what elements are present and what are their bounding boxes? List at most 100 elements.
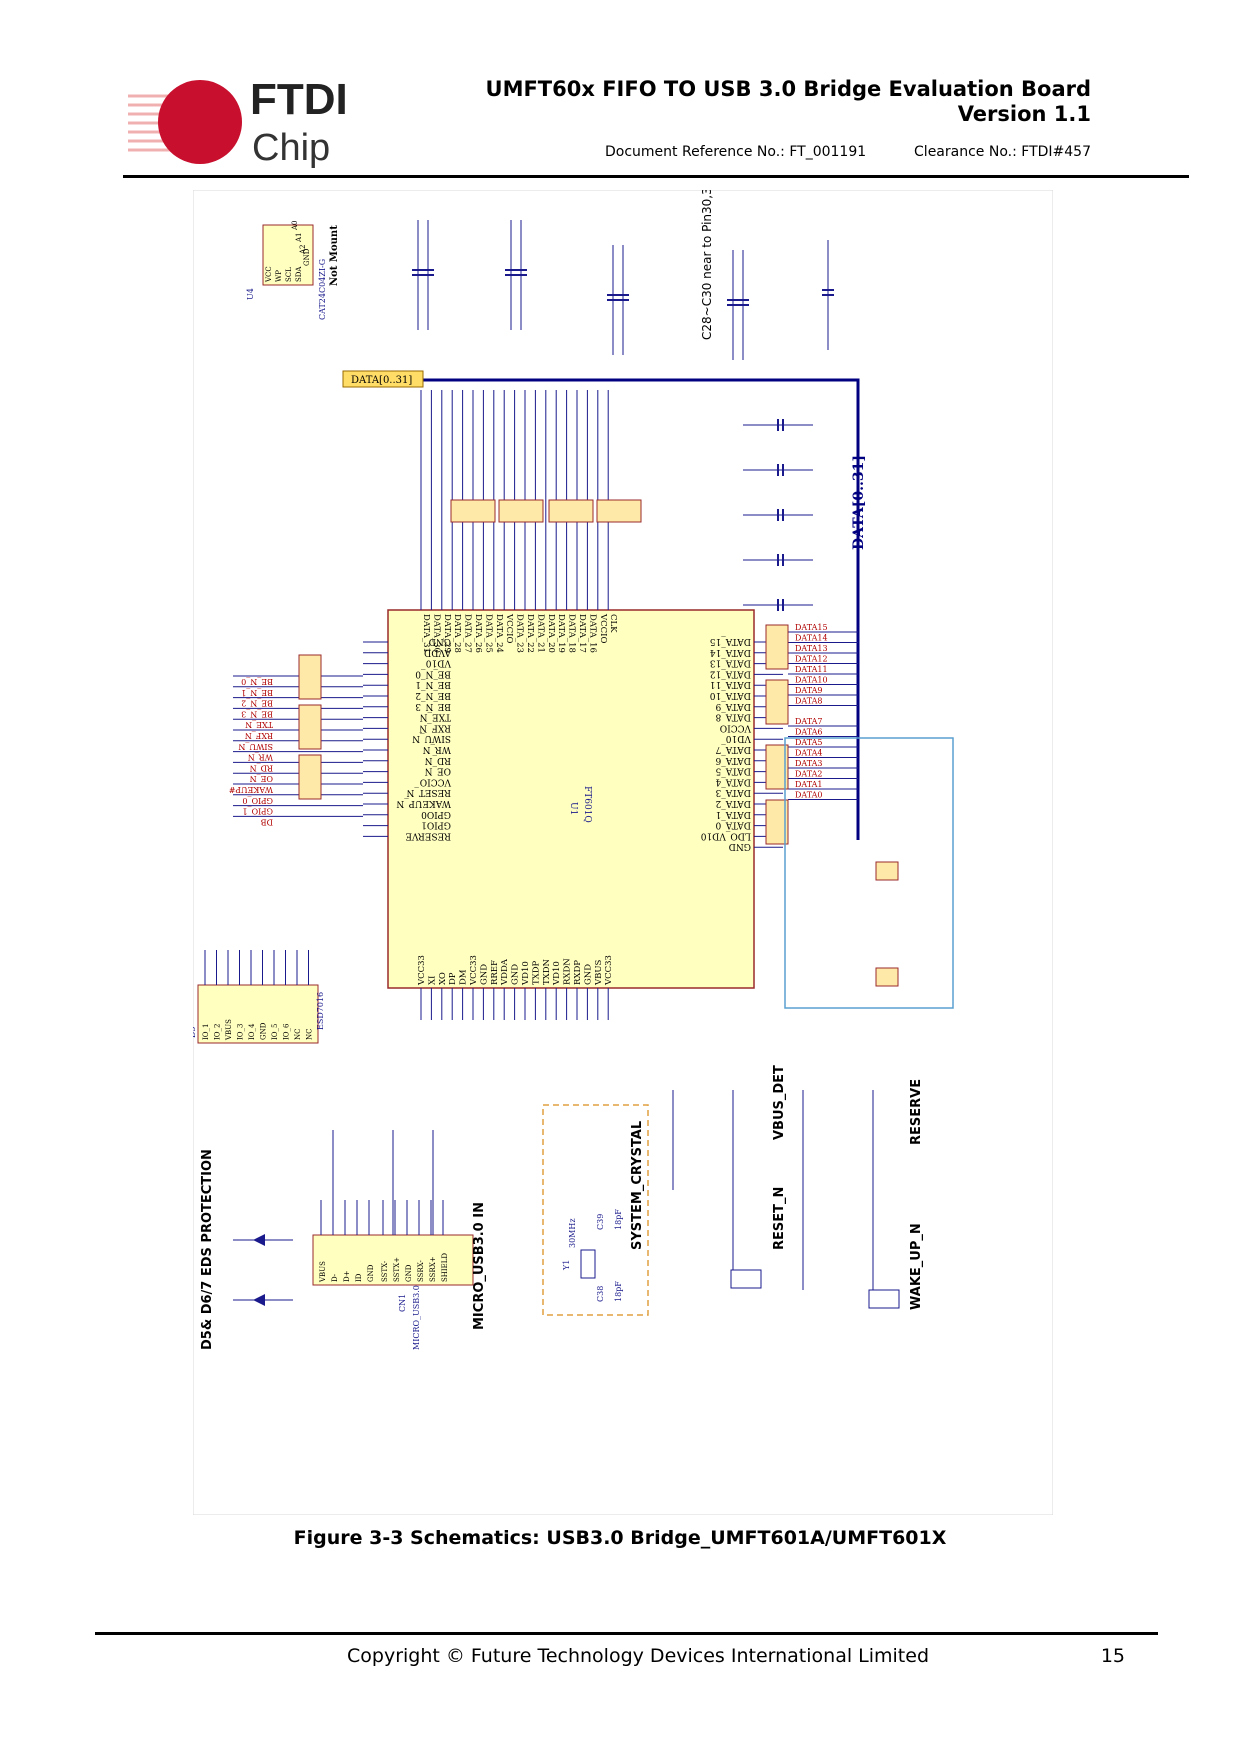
block-title-wake: WAKE_UP_N: [909, 1223, 924, 1310]
u1-left-pins: GNDAVDDVD10BE_N_0BE_N_1BE_N_2BE_N_3TXE_N…: [363, 636, 452, 840]
data-net-label: DATA14: [795, 634, 828, 643]
u1-chip-body: [387, 609, 755, 989]
control-net-label: GPIO_1: [242, 807, 273, 816]
esd-pin-label: VBUS: [225, 1019, 233, 1041]
resistor-packs: [298, 499, 789, 845]
u1-right-pin-label: DATA_15: [710, 636, 751, 646]
u1-top-pin-label: DATA_27: [463, 614, 473, 653]
esd-pin-label: IO_1: [202, 1024, 210, 1040]
data-net-label: DATA7: [795, 717, 823, 726]
eeprom-ref: U4: [246, 288, 255, 300]
data-net-labels: DATA15DATA14DATA13DATA12DATA11DATA10DATA…: [788, 623, 858, 800]
u1-top-pin-label: DATA_20: [546, 614, 556, 653]
u1-top-pin-label: DATA_29: [442, 614, 452, 653]
schematic-figure: U1 FT601Q GNDAVDDVD10BE_N_0BE_N_1BE_N_2B…: [193, 190, 1053, 1515]
data-net-label: DATA13: [795, 644, 828, 653]
u1-bottom-pin-label: RREF: [490, 960, 500, 985]
u1-left-pin-label: BE_N_1: [415, 679, 451, 689]
u1-top-pin-label: DATA_31: [421, 614, 431, 653]
control-net-label: RXF_N: [245, 731, 273, 740]
control-net-label: BE_N_3: [241, 709, 273, 718]
cn1-part: MICRO_USB3.0: [412, 1285, 421, 1350]
control-net-label: SIWU_N: [238, 742, 273, 751]
data-bus-port-label: DATA[0..31]: [351, 375, 412, 386]
u1-left-pin-label: BE_N_0: [415, 668, 451, 678]
u1-bottom-pin-label: VD10: [521, 961, 531, 986]
data-bus-port: [342, 370, 424, 388]
u1-right-pin-label: DATA_5: [715, 766, 751, 776]
data-bus-label: DATA[0..31]: [851, 455, 867, 550]
decoupling-capacitors-top: [412, 220, 834, 360]
u1-top-pin-label: CLK: [608, 614, 618, 633]
figure-caption: Figure 3-3 Schematics: USB3.0 Bridge_UMF…: [293, 1527, 947, 1549]
u1-bottom-pin-label: GND: [583, 964, 593, 985]
u1-right-pin-label: GND: [729, 841, 751, 851]
u1-right-pin-label: LDO_VD10: [700, 830, 751, 840]
control-net-label: TXE_N: [245, 720, 273, 729]
u1-bottom-pin-label: VCC33: [417, 955, 427, 986]
u1-bottom-pin-label: XO: [438, 972, 448, 985]
u1-bottom-pin-label: DP: [448, 972, 458, 985]
u1-top-pin-label: DATA_18: [567, 614, 577, 653]
data-net-label: DATA3: [795, 759, 823, 768]
document-reference: Document Reference No.: FT_001191: [605, 144, 867, 160]
data-net-label: DATA11: [795, 665, 828, 674]
cn1-pin-label: SSTX-: [381, 1260, 389, 1282]
u1-top-pin-label: DATA_25: [483, 614, 493, 653]
u1-left-pin-label: OE_N: [425, 766, 451, 776]
crystal-cap-bottom-ref: C38: [596, 1286, 605, 1302]
u1-left-pin-label: RD_N: [425, 755, 451, 765]
u1-right-pin-label: DATA_6: [715, 755, 751, 765]
eeprom-pin-label-right: A0: [291, 220, 299, 231]
control-net-label: BE_N_0: [241, 677, 273, 686]
u1-bottom-pin-label: VDDA: [500, 958, 510, 986]
u1-top-pin-label: DATA_19: [556, 614, 566, 653]
crystal-block-box: [542, 1104, 649, 1316]
u1-bottom-pin-label: DM: [459, 969, 469, 985]
control-net-label: OE_N: [250, 774, 273, 783]
eeprom-pin-label-right: GND: [303, 248, 311, 266]
u1-bottom-pin-label: TXDN: [542, 958, 552, 985]
u1-left-pin-label: RESERVE: [405, 830, 451, 840]
control-net-label: RD_N: [250, 763, 273, 772]
esd-diodes: [233, 1234, 293, 1306]
u1-top-pin-label: DATA_28: [452, 614, 462, 653]
data-net-label: DATA2: [795, 770, 823, 779]
u1-top-pin-label: VCCIO: [598, 613, 608, 644]
cn1-pin-label: SSRX-: [417, 1260, 425, 1282]
u1-right-pin-label: DATA_7: [715, 744, 751, 754]
data-net-label: DATA12: [795, 655, 828, 664]
reset-switch-sw1: [730, 1269, 762, 1289]
crystal-cap-note: C28~C30 near to Pin30,33: [700, 190, 714, 340]
u1-left-pin-label: GPIO1: [421, 820, 451, 830]
crystal-y1: Y1 30MHz C39 18pF C38 18pF: [562, 1209, 623, 1302]
logo-mark-icon: [128, 80, 242, 164]
u1-bottom-pin-label: VBUS: [594, 959, 604, 986]
crystal-cap-top-ref: C39: [596, 1214, 605, 1230]
control-net-label: BE_N_1: [241, 688, 273, 697]
copyright-notice: Copyright © Future Technology Devices In…: [347, 1645, 930, 1667]
crystal-cap-bottom-value: 18pF: [614, 1281, 623, 1302]
u1-bottom-pin-label: XI: [427, 976, 437, 985]
decoupling-capacitors-right: [743, 419, 813, 611]
esd-pin-label: IO_6: [283, 1023, 291, 1040]
u1-left-pin-label: WR_N: [422, 744, 451, 754]
u1-bottom-pin-label: GND: [511, 964, 521, 985]
u1-right-pin-label: DATA_11: [710, 679, 751, 689]
block-title-usb-in: MICRO_USB3.0 IN: [472, 1202, 487, 1330]
u1-right-pin-label: DATA_10: [710, 690, 751, 700]
u1-right-pin-label: DATA_13: [710, 658, 751, 668]
control-net-label: BE_N_2: [241, 699, 273, 708]
document-title: UMFT60x FIFO TO USB 3.0 Bridge Evaluatio…: [485, 77, 1091, 101]
u1-left-pin-label: GND: [429, 636, 451, 646]
u1-right-pin-label: VCCIO: [720, 722, 752, 732]
gpio-jumper-box: [784, 737, 954, 1009]
esd-pin-label: IO_4: [248, 1023, 256, 1040]
page-number: 15: [1100, 1645, 1125, 1667]
cn1-pin-label: SSTX+: [393, 1257, 401, 1282]
u1-top-pin-label: DATA_22: [525, 614, 535, 653]
logo-word-ftdi: FTDI: [250, 78, 348, 124]
u1-left-pin-label: RESET_N: [406, 787, 451, 797]
